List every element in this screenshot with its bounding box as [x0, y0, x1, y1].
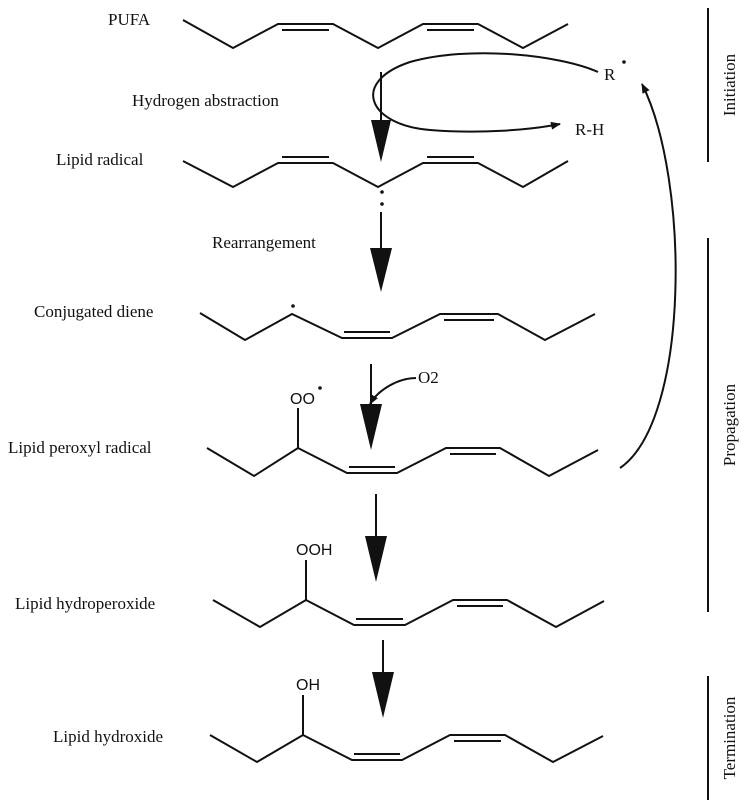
- phase-propagation: Propagation: [720, 383, 739, 466]
- hydroxyl-label: OH: [296, 677, 320, 694]
- conjugated-diene-structure: [199, 304, 596, 342]
- label-lipid-peroxyl-radical: Lipid peroxyl radical: [8, 438, 152, 457]
- label-conjugated-diene: Conjugated diene: [34, 302, 153, 321]
- label-pufa: PUFA: [108, 10, 151, 29]
- lipid-peroxyl-radical-structure: OO: [206, 386, 599, 478]
- lipid-radical-structure: [182, 156, 569, 206]
- arrow-hydroperoxide-to-hydroxide: [372, 640, 394, 718]
- arrow-diene-to-peroxyl: [360, 364, 382, 450]
- pufa-structure: [182, 19, 569, 50]
- label-lipid-hydroperoxide: Lipid hydroperoxide: [15, 594, 155, 613]
- label-lipid-hydroxide: Lipid hydroxide: [53, 727, 163, 746]
- arrow-pufa-to-radical: [371, 72, 391, 162]
- step-hydrogen-abstraction: Hydrogen abstraction: [132, 91, 279, 110]
- hydroperoxyl-label: OOH: [296, 542, 332, 559]
- hydrogen-abstraction-loop-arrow: [372, 52, 599, 133]
- species-r-h: R-H: [575, 120, 604, 139]
- species-r-radical: R: [604, 65, 616, 84]
- species-o2: O2: [418, 368, 439, 387]
- lipid-hydroxide-structure: OH: [209, 677, 604, 764]
- arrow-peroxyl-to-hydroperoxide: [365, 494, 387, 582]
- peroxyl-label: OO: [290, 391, 315, 408]
- phase-termination: Termination: [720, 696, 739, 779]
- label-lipid-radical: Lipid radical: [56, 150, 144, 169]
- arrow-radical-to-diene: [370, 212, 392, 292]
- o2-addition-arrow: [369, 377, 417, 405]
- step-rearrangement: Rearrangement: [212, 233, 316, 252]
- phase-initiation: Initiation: [720, 53, 739, 116]
- propagation-recycle-arrow: [619, 83, 677, 469]
- lipid-hydroperoxide-structure: OOH: [212, 542, 605, 629]
